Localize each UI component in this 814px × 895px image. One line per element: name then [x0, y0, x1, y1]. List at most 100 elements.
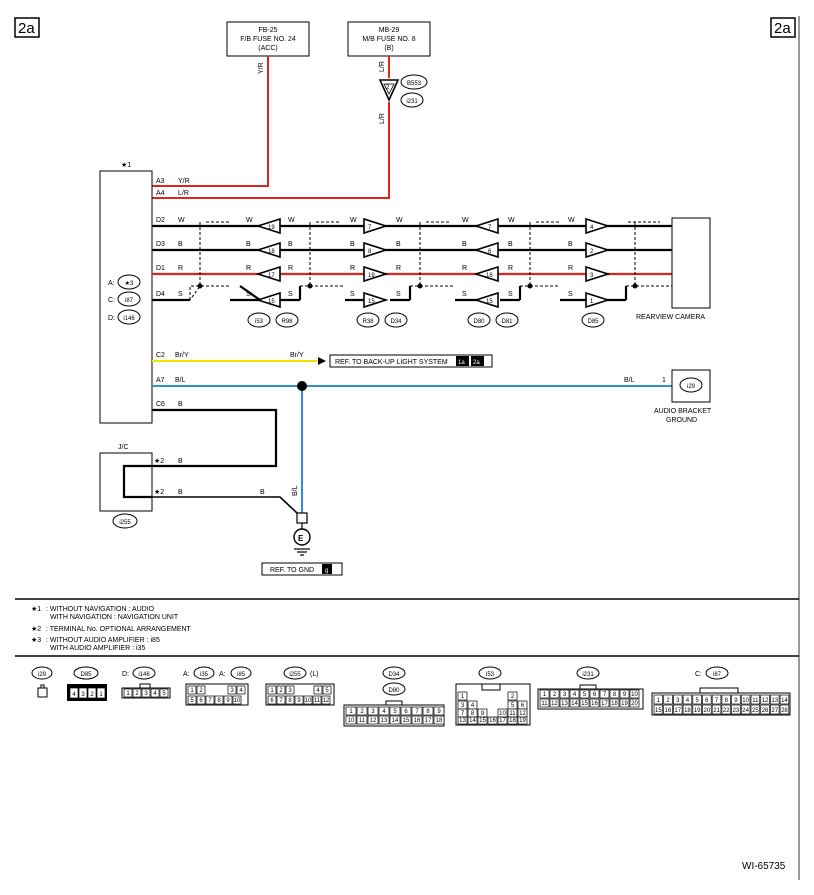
pin-cell	[227, 685, 237, 695]
svg-text:i85: i85	[237, 672, 246, 678]
jc-title: J/C	[118, 444, 129, 451]
pin-cell	[356, 715, 368, 725]
pin-cell	[750, 704, 761, 715]
pin-number: 12	[323, 698, 330, 704]
svg-text:R98: R98	[281, 319, 293, 325]
backup-ref-box	[329, 354, 493, 368]
jc-wire1: B	[178, 458, 183, 465]
pin-cell	[609, 689, 620, 699]
pin-number: 9	[481, 711, 485, 717]
pin-number: 4	[573, 692, 577, 698]
pin-number: 7	[279, 698, 283, 704]
pin-cell	[267, 695, 277, 705]
svg-text:W: W	[508, 217, 515, 224]
pin-cell	[682, 704, 693, 715]
pin-cell	[303, 695, 313, 705]
connector-b553-inner	[383, 83, 395, 95]
pin-cell	[276, 685, 286, 695]
svg-text:8: 8	[368, 249, 372, 255]
pin-cell	[313, 685, 323, 695]
pin-cell	[589, 689, 600, 699]
pin-number: 9	[623, 692, 627, 698]
pin-number: 2	[279, 688, 283, 694]
pin-cell	[356, 706, 368, 716]
pin-cell	[87, 687, 97, 699]
pin-number: 3	[461, 703, 465, 709]
pin-cell	[507, 691, 518, 701]
svg-text:D34: D34	[390, 319, 402, 325]
pin-cell	[276, 695, 286, 705]
pin-number: 3	[676, 698, 680, 704]
pin-cell	[477, 716, 488, 725]
pin-cell	[682, 694, 693, 705]
svg-text:D80: D80	[473, 319, 485, 325]
pin-number: 10	[234, 698, 241, 704]
svg-text:S: S	[508, 291, 513, 298]
pin-number: 3	[81, 692, 85, 698]
ground-pin-label: 1	[662, 377, 666, 384]
pin-number: 17	[425, 718, 432, 724]
svg-text:6: 6	[488, 249, 492, 255]
pin-number: 5	[695, 698, 699, 704]
svg-text:D:: D:	[122, 671, 129, 678]
svg-text:A:: A:	[219, 671, 226, 678]
svg-text:7: 7	[488, 225, 492, 231]
unit-conn-d-label: i146	[123, 316, 135, 322]
svg-text:B: B	[508, 241, 513, 248]
pin-cell	[740, 694, 751, 705]
pin-cell	[205, 695, 215, 705]
pin-number: 2	[90, 692, 94, 698]
pin-c6: C6	[156, 401, 165, 408]
unit-conn-c-label: i87	[125, 298, 134, 304]
pin-cell	[367, 715, 379, 725]
svg-text:B: B	[396, 241, 401, 248]
pin-number: 6	[270, 698, 274, 704]
svg-text:WITH AUDIO AMPLIFIER : i35: WITH AUDIO AMPLIFIER : i35	[50, 645, 145, 652]
svg-text:B: B	[462, 241, 467, 248]
pin-a4: A4	[156, 190, 165, 197]
pin-cell	[294, 695, 304, 705]
pin-cell	[673, 704, 683, 715]
svg-text:D80: D80	[388, 688, 400, 694]
fuse-fb25-line2: F/B FUSE NO. 24	[240, 36, 296, 43]
pin-cell	[629, 698, 640, 708]
pin-cell	[123, 688, 133, 698]
pin-cell	[549, 698, 560, 708]
unit-conn-c-tag	[117, 291, 141, 307]
pin-cell	[378, 715, 390, 725]
svg-text:17: 17	[268, 273, 275, 279]
pin-d3-wire: B	[178, 241, 183, 248]
svg-text:D85: D85	[80, 672, 92, 678]
pin-cell	[609, 698, 620, 708]
jc-star1: ★2	[154, 457, 164, 465]
wire-yr	[152, 56, 269, 187]
svg-text:R: R	[246, 265, 251, 272]
pin-number: 4	[153, 691, 157, 697]
pin-number: 15	[403, 718, 410, 724]
svg-text:B: B	[568, 241, 573, 248]
pin-cell	[579, 689, 590, 699]
pin-d2: D2	[156, 217, 165, 224]
pin-number: 10	[305, 698, 312, 704]
audio-unit-star: ★1	[121, 161, 131, 169]
connector-b553-tag	[400, 74, 428, 90]
pin-cell	[285, 685, 295, 695]
wire-jc-gnd	[152, 496, 298, 514]
svg-text:W: W	[288, 217, 295, 224]
pin-cell	[779, 694, 790, 705]
pin-number: 9	[226, 698, 230, 704]
pin-cell	[78, 687, 88, 699]
pin-number: 5	[583, 692, 587, 698]
pin-number: 7	[415, 709, 419, 715]
pin-cell	[411, 715, 423, 725]
backup-tag1-box	[456, 356, 469, 366]
pin-number: 15	[581, 701, 588, 707]
pin-number: 1	[99, 692, 103, 698]
wire-c6	[152, 408, 278, 468]
svg-text:D85: D85	[587, 319, 599, 325]
audio-bracket-label2: GROUND	[666, 417, 697, 424]
pin-number: 14	[392, 718, 399, 724]
svg-text:D34: D34	[388, 672, 400, 678]
pin-number: 20	[704, 708, 711, 714]
